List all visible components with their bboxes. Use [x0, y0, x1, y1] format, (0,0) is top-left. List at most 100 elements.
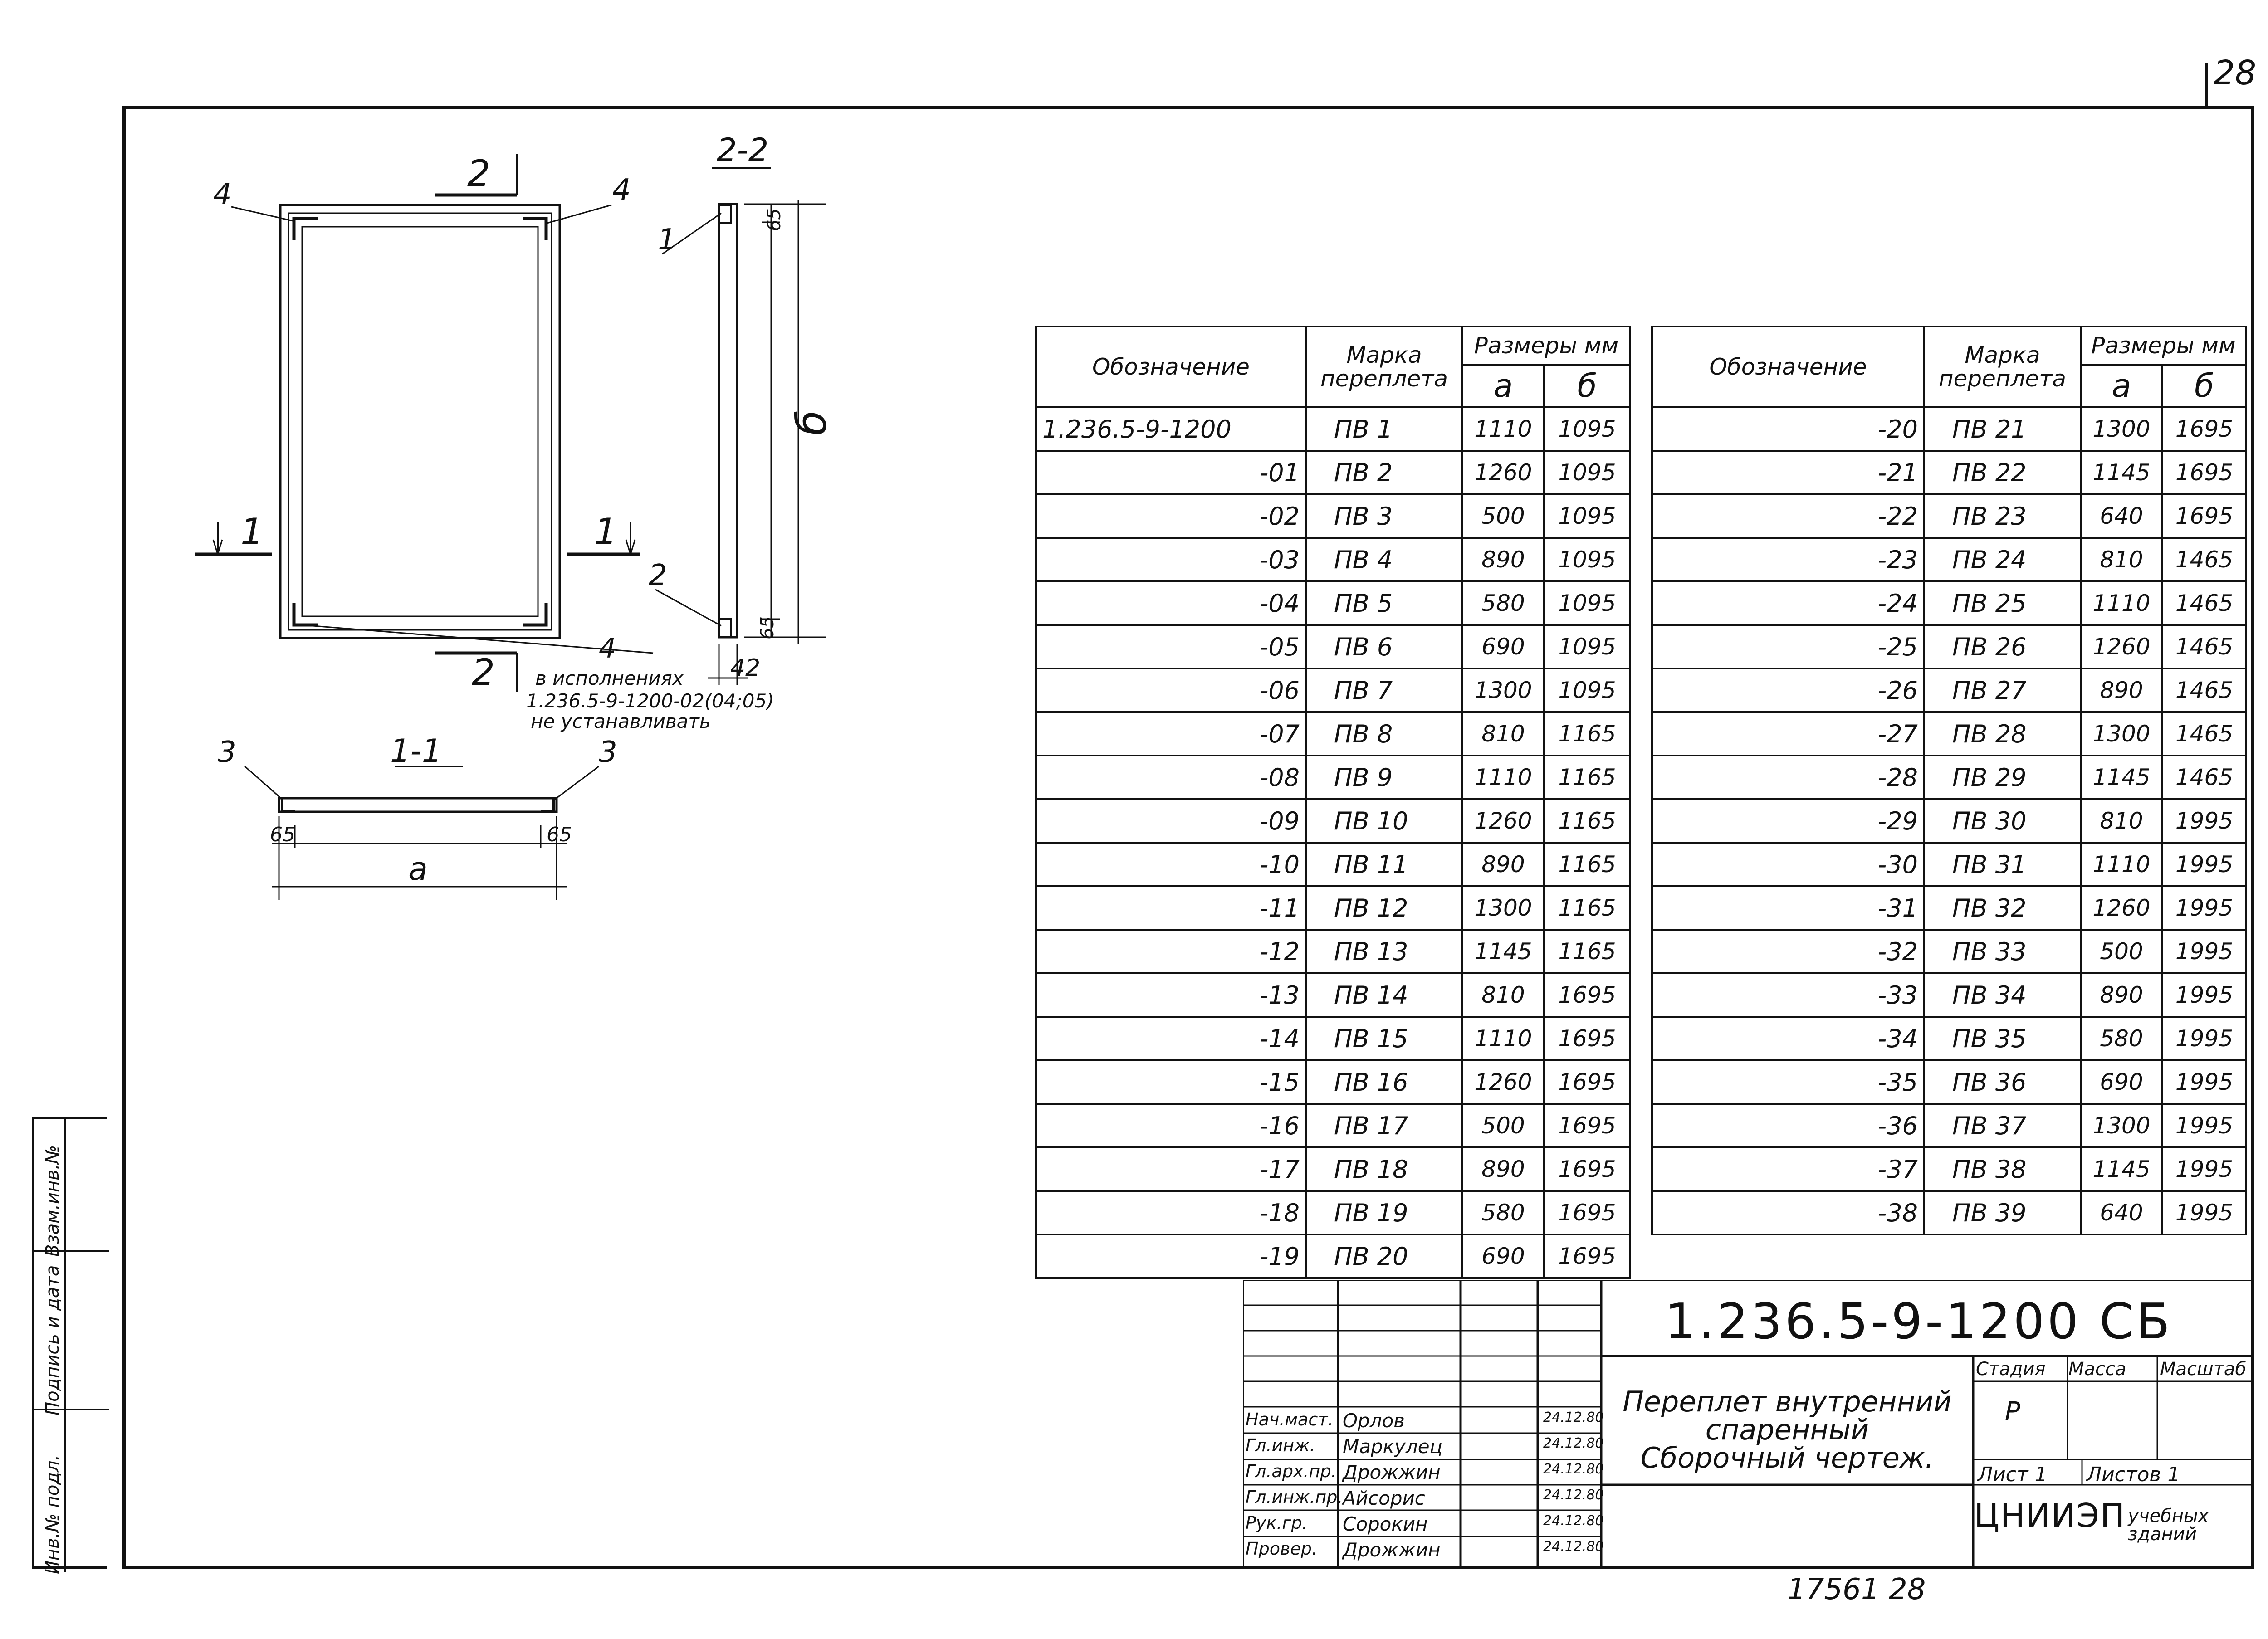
callout-4-right: 4: [612, 173, 631, 207]
cell-designation: -07: [1035, 711, 1307, 756]
signer-name: Маркулец: [1343, 1435, 1443, 1458]
cell-a: 640: [2080, 493, 2163, 539]
cell-mark: ПВ 3: [1305, 493, 1463, 539]
callout-4-left: 4: [213, 178, 232, 211]
cell-designation: -01: [1035, 450, 1307, 495]
cell-a: 1260: [2080, 885, 2163, 931]
cell-a: 1300: [1461, 885, 1545, 931]
signer-role: Рук.гр.: [1246, 1513, 1308, 1533]
hdr-mark: Марка переплета: [1923, 326, 2082, 408]
cell-a: 1110: [2080, 580, 2163, 626]
stage-value: Р: [2005, 1397, 2020, 1426]
cell-designation: -03: [1035, 537, 1307, 582]
cell-mark: ПВ 18: [1305, 1146, 1463, 1192]
signer-name: Дрожжин: [1343, 1539, 1441, 1561]
signer-date: 24.12.80: [1543, 1435, 1604, 1451]
cell-b: 1995: [2161, 1059, 2248, 1105]
cell-b: 1995: [2161, 1016, 2248, 1061]
note-line-1: в исполнениях: [535, 667, 684, 689]
cell-designation: 1.236.5-9-1200: [1035, 406, 1307, 452]
callout-3-left: 3: [218, 736, 236, 769]
cell-mark: ПВ 27: [1923, 668, 2082, 713]
cell-mark: ПВ 1: [1305, 406, 1463, 452]
cell-b: 1095: [1543, 537, 1632, 582]
cell-designation: -15: [1035, 1059, 1307, 1105]
stamp-inv-repl: Взам.инв.№: [42, 1145, 63, 1257]
cell-mark: ПВ 32: [1923, 885, 2082, 931]
cell-designation: -26: [1651, 668, 1925, 713]
cell-b: 1465: [2161, 580, 2248, 626]
cell-b: 1695: [1543, 1190, 1632, 1235]
title-line-3: Сборочный чертеж.: [1640, 1441, 1934, 1474]
cell-mark: ПВ 36: [1923, 1059, 2082, 1105]
dim-65-top: 65: [764, 208, 785, 231]
signer-name: Айсорис: [1343, 1487, 1425, 1509]
cell-mark: ПВ 20: [1305, 1234, 1463, 1279]
cell-a: 1300: [1461, 668, 1545, 713]
page-number-tick: [2205, 63, 2208, 107]
cell-b: 1995: [2161, 1190, 2248, 1235]
cell-a: 1260: [1461, 1059, 1545, 1105]
cell-mark: ПВ 15: [1305, 1016, 1463, 1061]
cell-mark: ПВ 26: [1923, 624, 2082, 669]
cell-mark: ПВ 29: [1923, 755, 2082, 800]
cell-a: 1300: [2080, 1103, 2163, 1148]
cell-designation: -23: [1651, 537, 1925, 582]
cell-designation: -16: [1035, 1103, 1307, 1148]
cell-mark: ПВ 35: [1923, 1016, 2082, 1061]
cell-mark: ПВ 10: [1305, 798, 1463, 844]
cell-b: 1695: [1543, 1146, 1632, 1192]
cell-mark: ПВ 5: [1305, 580, 1463, 626]
cell-designation: -27: [1651, 711, 1925, 756]
cell-designation: -29: [1651, 798, 1925, 844]
side-stamp: Взам.инв.№ Подпись и дата Инв.№ подл.: [32, 1117, 109, 1574]
title-block: [1243, 1280, 2254, 1569]
hdr-sizes: Размеры мм: [2079, 326, 2248, 366]
document-title: Переплет внутренний спаренный Сборочный …: [1601, 1388, 1973, 1472]
cell-b: 1095: [1543, 493, 1632, 539]
dim-a-label: а: [408, 850, 428, 888]
cell-mark: ПВ 38: [1923, 1146, 2082, 1192]
cell-b: 1995: [2161, 842, 2248, 887]
cell-designation: -22: [1651, 493, 1925, 539]
signer-name: Сорокин: [1343, 1513, 1428, 1535]
cell-a: 1110: [1461, 755, 1545, 800]
cell-mark: ПВ 8: [1305, 711, 1463, 756]
cell-designation: -17: [1035, 1146, 1307, 1192]
cell-a: 1260: [2080, 624, 2163, 669]
hdr-a: а: [2080, 364, 2163, 408]
sheets-label: Листов 1: [2087, 1463, 2180, 1486]
cell-a: 890: [2080, 972, 2163, 1018]
cell-b: 1165: [1543, 842, 1632, 887]
signer-date: 24.12.80: [1543, 1539, 1604, 1555]
cell-b: 1995: [2161, 1146, 2248, 1192]
section-title-22: 2-2: [717, 132, 768, 169]
cell-designation: -21: [1651, 450, 1925, 495]
cell-mark: ПВ 9: [1305, 755, 1463, 800]
frame-glazing: [301, 226, 539, 617]
cell-b: 1995: [2161, 798, 2248, 844]
signer-role: Гл.инж.пр.: [1246, 1487, 1343, 1507]
cell-a: 1260: [1461, 450, 1545, 495]
title-line-2: спаренный: [1705, 1413, 1869, 1446]
cell-mark: ПВ 22: [1923, 450, 2082, 495]
cell-designation: -08: [1035, 755, 1307, 800]
cell-mark: ПВ 33: [1923, 929, 2082, 974]
cell-mark: ПВ 24: [1923, 537, 2082, 582]
cell-mark: ПВ 17: [1305, 1103, 1463, 1148]
cell-designation: -24: [1651, 580, 1925, 626]
